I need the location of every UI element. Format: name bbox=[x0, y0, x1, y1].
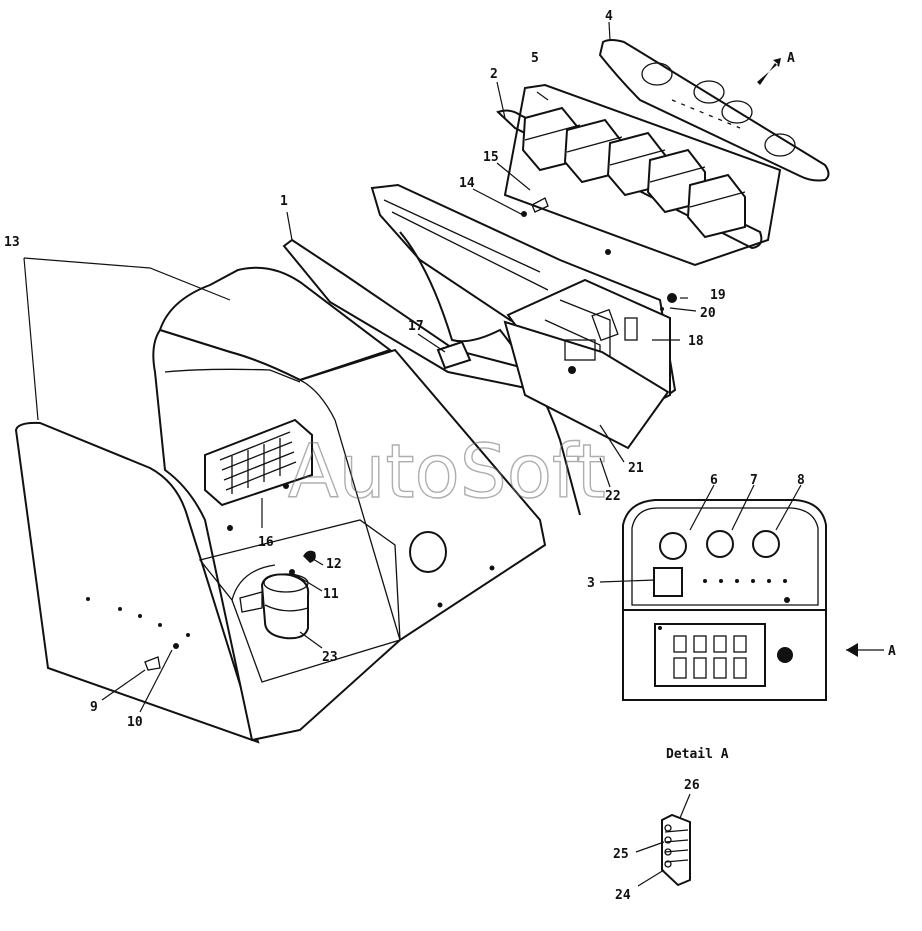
callout-9: 9 bbox=[90, 700, 98, 715]
callout-7: 7 bbox=[750, 473, 758, 488]
callout-25: 25 bbox=[613, 847, 629, 862]
callout-2: 2 bbox=[490, 67, 498, 82]
connector-block bbox=[204, 418, 313, 507]
leader-lines bbox=[23, 21, 802, 887]
watermark: AutoSoft bbox=[288, 429, 606, 515]
callout-15: 15 bbox=[483, 150, 499, 165]
view-arrow-a bbox=[757, 58, 781, 85]
callout-24: 24 bbox=[615, 888, 631, 903]
callout-6: 6 bbox=[710, 473, 718, 488]
detail-a-caption: Detail A bbox=[666, 747, 729, 762]
callout-1: 1 bbox=[280, 194, 288, 209]
callout-22: 22 bbox=[605, 489, 621, 504]
callout-26: 26 bbox=[684, 778, 700, 793]
callout-10: 10 bbox=[127, 715, 143, 730]
relay-assembly bbox=[496, 83, 782, 267]
mounting-plate bbox=[503, 320, 670, 450]
view-label-a-top: A bbox=[787, 51, 795, 66]
view-label-a-side: A bbox=[888, 644, 896, 659]
callout-16: 16 bbox=[258, 535, 274, 550]
callout-17: 17 bbox=[408, 319, 424, 334]
callout-21: 21 bbox=[628, 461, 644, 476]
callout-20: 20 bbox=[700, 306, 716, 321]
callout-14: 14 bbox=[459, 176, 475, 191]
callout-11: 11 bbox=[323, 587, 339, 602]
callout-3: 3 bbox=[587, 576, 595, 591]
faceplate bbox=[598, 39, 830, 182]
side-arrow-a bbox=[846, 643, 884, 657]
callout-18: 18 bbox=[688, 334, 704, 349]
callout-13: 13 bbox=[4, 235, 20, 250]
callout-8: 8 bbox=[797, 473, 805, 488]
front-view-unit bbox=[622, 499, 827, 701]
callout-12: 12 bbox=[326, 557, 342, 572]
main-housing bbox=[152, 266, 547, 742]
callout-19: 19 bbox=[710, 288, 726, 303]
detail-a-part bbox=[661, 813, 691, 887]
callout-4: 4 bbox=[605, 9, 613, 24]
callout-labels: 1 2 3 4 5 6 7 8 9 10 11 12 13 14 15 16 1… bbox=[4, 9, 896, 903]
callout-5: 5 bbox=[531, 51, 539, 66]
side-cover-panel bbox=[14, 421, 260, 744]
callout-23: 23 bbox=[322, 650, 338, 665]
screw-part bbox=[289, 569, 295, 575]
